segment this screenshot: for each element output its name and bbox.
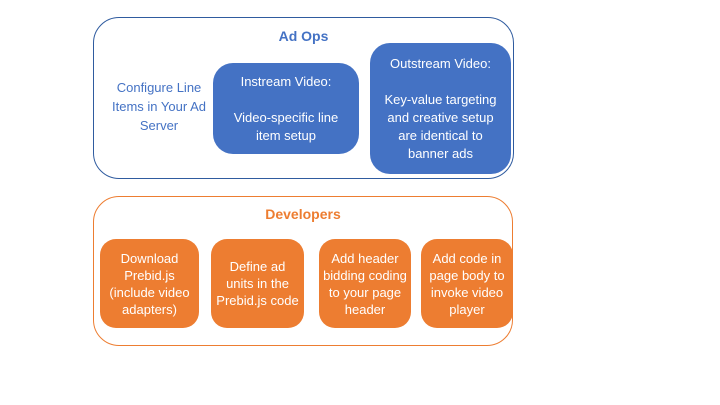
developer-step-label: Add code in page body to invoke video pl…: [429, 250, 505, 317]
outstream-video-body: Key-value targeting and creative setup a…: [384, 91, 497, 161]
developer-step-label: Add header bidding coding to your page h…: [323, 250, 407, 317]
developer-step-label: Define ad units in the Prebid.js code: [216, 259, 299, 308]
developers-group: Developers Download Prebid.js (include v…: [93, 196, 513, 346]
developers-title: Developers: [265, 206, 341, 222]
instream-video-body: Video-specific line item setup: [233, 109, 339, 143]
ad-ops-side-label: Configure Line Items in Your Ad Server: [112, 80, 206, 133]
developer-step-box-invoke-player: Add code in page body to invoke video pl…: [421, 239, 513, 328]
developer-step-box-header-bidding: Add header bidding coding to your page h…: [319, 239, 411, 328]
developer-step-label: Download Prebid.js (include video adapte…: [109, 250, 190, 317]
ad-ops-group: Ad Ops Configure Line Items in Your Ad S…: [93, 17, 514, 179]
developer-step-box-download-prebid: Download Prebid.js (include video adapte…: [100, 239, 199, 328]
ad-ops-title: Ad Ops: [278, 28, 329, 44]
developer-step-box-define-ad-units: Define ad units in the Prebid.js code: [211, 239, 304, 328]
instream-video-box: Instream Video: Video-specific line item…: [213, 63, 359, 154]
outstream-video-title: Outstream Video:: [390, 55, 491, 71]
outstream-video-box: Outstream Video: Key-value targeting and…: [370, 43, 511, 174]
instream-video-title: Instream Video:: [240, 73, 332, 89]
